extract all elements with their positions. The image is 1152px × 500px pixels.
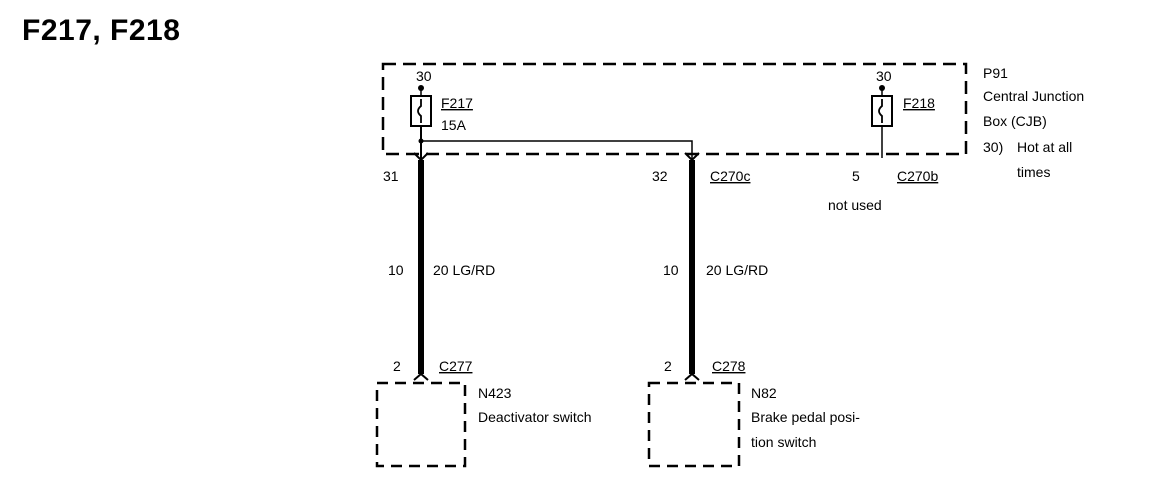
wire-right-spec: 20 LG/RD (706, 262, 768, 278)
cjb-id: P91 (983, 65, 1008, 81)
c270b-label: C270b (897, 168, 938, 184)
c278-chevron (684, 372, 700, 381)
cjb-name-line2: Box (CJB) (983, 113, 1047, 129)
c278-label: C278 (712, 358, 746, 374)
fuse-f218-element (878, 99, 883, 123)
fuse-f218-id: F218 (903, 95, 935, 111)
c277-label: C277 (439, 358, 473, 374)
wire-left-circuit: 10 (388, 262, 404, 278)
cjb-note-key: 30) (983, 139, 1003, 155)
feed-wire-internal (421, 140, 693, 160)
c270b-status: not used (828, 197, 882, 213)
component-n423-outline (375, 381, 467, 468)
component-n82-id: N82 (751, 385, 777, 401)
fuse-f218-circuit: 30 (876, 68, 892, 84)
wire-right-circuit: 10 (663, 262, 679, 278)
c278-pin-label: 2 (664, 358, 672, 374)
c270c-pin31-label: 31 (383, 168, 399, 184)
fuse-f217-element (417, 99, 422, 123)
cjb-note-line2: times (1017, 164, 1050, 180)
component-n82-name-line2: tion switch (751, 434, 816, 450)
component-n82-outline (647, 381, 741, 468)
fuse-f217-rating: 15A (441, 117, 467, 133)
wire-left-spec: 20 LG/RD (433, 262, 495, 278)
page-title: F217, F218 (22, 14, 181, 47)
c277-chevron (413, 372, 429, 381)
fuse-f217-circuit: 30 (416, 68, 432, 84)
component-n423-id: N423 (478, 385, 512, 401)
cjb-note-line1: Hot at all (1017, 139, 1072, 155)
c277-pin-label: 2 (393, 358, 401, 374)
component-n82-name-line1: Brake pedal posi- (751, 409, 860, 425)
cjb-name-line1: Central Junction (983, 88, 1084, 104)
cjb-outline (381, 62, 968, 156)
fuse-f217-id: F217 (441, 95, 473, 111)
c270c-pin32-label: 32 (652, 168, 668, 184)
c270b-pin-label: 5 (852, 168, 860, 184)
c270c-label: C270c (710, 168, 750, 184)
component-n423-name: Deactivator switch (478, 409, 592, 425)
